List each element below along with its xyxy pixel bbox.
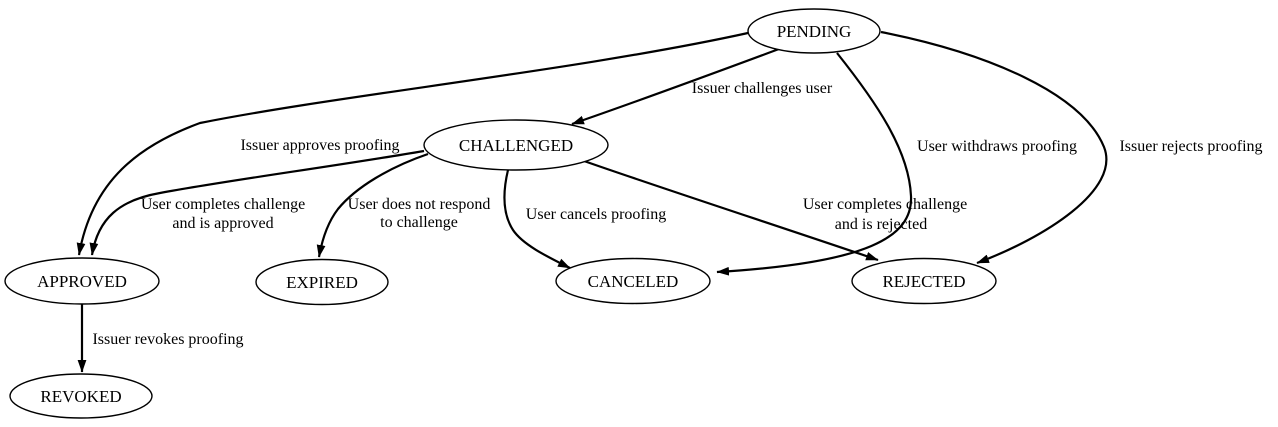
edge-pending-challenged: Issuer challenges user xyxy=(571,47,833,126)
edge-challenged-approved-label-line1: User completes challenge xyxy=(141,196,305,213)
edge-challenged-canceled: User cancels proofing xyxy=(503,169,666,269)
edge-challenged-approved-line xyxy=(89,149,425,256)
edge-challenged-rejected-label-line1: User completes challenge xyxy=(803,196,967,213)
edge-pending-rejected: Issuer rejects proofing xyxy=(880,30,1263,265)
edge-challenged-expired-label-line1: User does not respond xyxy=(348,196,491,213)
edge-pending-challenged-line xyxy=(571,47,780,126)
node-revoked-ellipse xyxy=(9,373,153,419)
node-pending-label: PENDING xyxy=(777,22,852,41)
node-expired-ellipse xyxy=(255,258,389,306)
edge-challenged-expired-line xyxy=(316,152,429,258)
edge-approved-revoked: Issuer revokes proofing xyxy=(77,304,244,373)
edge-pending-canceled-label: User withdraws proofing xyxy=(917,138,1077,155)
node-challenged-label: CHALLENGED xyxy=(459,136,573,155)
edge-approved-revoked-label: Issuer revokes proofing xyxy=(92,331,243,348)
node-revoked: REVOKED xyxy=(9,373,153,419)
edge-challenged-approved: User completes challenge and is approved xyxy=(89,149,425,256)
node-challenged-ellipse xyxy=(423,119,609,171)
edge-challenged-rejected-line xyxy=(583,159,879,262)
edge-challenged-canceled-line xyxy=(503,169,571,269)
edge-pending-approved-line xyxy=(76,31,749,256)
edge-challenged-approved-label-line2: and is approved xyxy=(172,215,273,232)
node-approved: APPROVED xyxy=(4,257,160,305)
node-rejected: REJECTED xyxy=(851,257,997,305)
node-approved-ellipse xyxy=(4,257,160,305)
edge-pending-approved: Issuer approves proofing xyxy=(76,31,749,256)
node-approved-label: APPROVED xyxy=(37,272,127,291)
node-revoked-label: REVOKED xyxy=(40,387,121,406)
edge-pending-approved-label: Issuer approves proofing xyxy=(240,137,399,154)
node-expired: EXPIRED xyxy=(255,258,389,306)
edge-challenged-rejected-label-line2: and is rejected xyxy=(835,216,927,233)
edge-pending-rejected-label: Issuer rejects proofing xyxy=(1119,138,1262,155)
edge-pending-rejected-line xyxy=(880,30,1108,265)
edge-pending-canceled: User withdraws proofing xyxy=(716,52,1077,276)
node-canceled-label: CANCELED xyxy=(588,272,679,291)
node-challenged: CHALLENGED xyxy=(423,119,609,171)
node-canceled-ellipse xyxy=(555,257,711,305)
node-rejected-ellipse xyxy=(851,257,997,305)
edge-challenged-expired: User does not respond to challenge xyxy=(316,152,491,258)
edge-pending-challenged-label: Issuer challenges user xyxy=(692,80,833,97)
node-expired-label: EXPIRED xyxy=(286,273,358,292)
node-canceled: CANCELED xyxy=(555,257,711,305)
edge-pending-canceled-line xyxy=(716,52,913,276)
node-rejected-label: REJECTED xyxy=(882,272,965,291)
edge-challenged-canceled-label: User cancels proofing xyxy=(526,206,666,223)
node-pending: PENDING xyxy=(747,8,881,54)
node-pending-ellipse xyxy=(747,8,881,54)
edge-challenged-expired-label-line2: to challenge xyxy=(380,214,458,231)
edge-challenged-rejected: User completes challenge and is rejected xyxy=(583,159,967,262)
